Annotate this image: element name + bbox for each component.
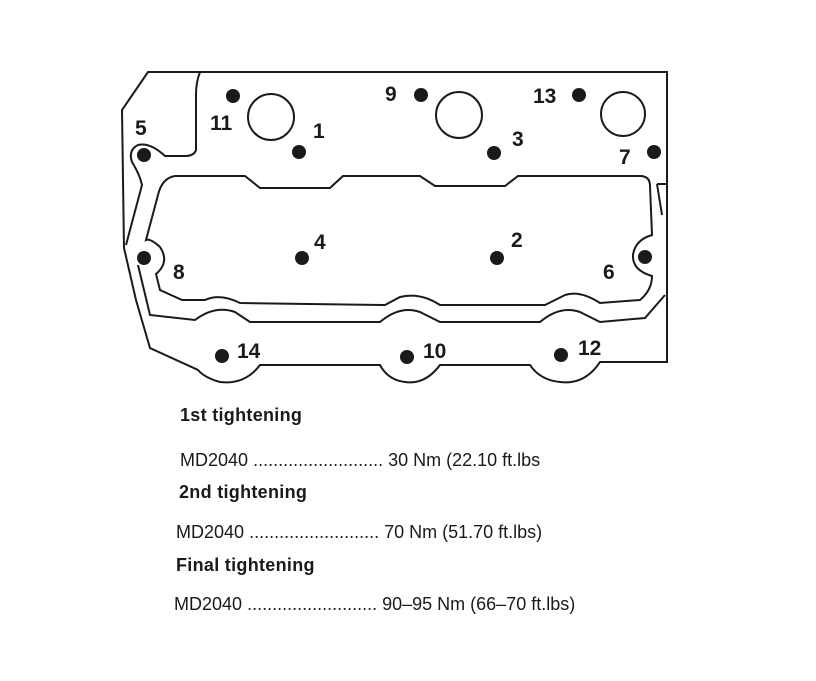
- bolt-4-label: 4: [314, 231, 326, 254]
- step-2-heading: 2nd tightening: [179, 482, 308, 502]
- step-3-heading: Final tightening: [176, 555, 315, 575]
- step-1-value: 30 Nm (22.10 ft.lbs: [388, 450, 541, 470]
- step-1-row: MD2040 .......................... 30 Nm …: [180, 450, 540, 471]
- bolt-1-label: 1: [313, 120, 325, 143]
- bolt-1-dot: [292, 145, 306, 159]
- gasket-outline: [120, 71, 668, 384]
- bolt-10-dot: [400, 350, 414, 364]
- bolt-9-label: 9: [385, 83, 397, 106]
- step-3-row: MD2040 .......................... 90–95 …: [174, 594, 575, 615]
- bolt-2-label: 2: [511, 229, 523, 252]
- step-2-dots: ..........................: [249, 522, 380, 542]
- step-2-row: MD2040 .......................... 70 Nm …: [176, 522, 542, 543]
- bolt-13-label: 13: [533, 85, 556, 108]
- step-2-model: MD2040: [176, 522, 245, 542]
- bolt-9-dot: [414, 88, 428, 102]
- step-3-dots: ..........................: [247, 594, 378, 614]
- step-2-value: 70 Nm (51.70 ft.lbs): [384, 522, 543, 542]
- step-3-value: 90–95 Nm (66–70 ft.lbs): [382, 594, 576, 614]
- bolt-3-label: 3: [512, 128, 524, 151]
- bolt-8-label: 8: [173, 261, 185, 284]
- bolt-8-dot: [137, 251, 151, 265]
- step-3-model: MD2040: [174, 594, 243, 614]
- step-1-dots: ..........................: [253, 450, 384, 470]
- bolt-11-dot: [226, 89, 240, 103]
- bolt-4-dot: [295, 251, 309, 265]
- bolt-14-label: 14: [237, 340, 261, 363]
- bolt-11-label: 11: [210, 112, 233, 135]
- bolt-6-dot: [638, 250, 652, 264]
- bolt-7-dot: [647, 145, 661, 159]
- bolt-12-label: 12: [578, 337, 601, 360]
- bolt-5-label: 5: [135, 117, 147, 140]
- step-1-heading: 1st tightening: [180, 405, 303, 425]
- bolt-6-label: 6: [603, 261, 615, 284]
- bolt-13-dot: [572, 88, 586, 102]
- bolt-2-dot: [490, 251, 504, 265]
- bolt-3-dot: [487, 146, 501, 160]
- bolt-14-dot: [215, 349, 229, 363]
- bolt-7-label: 7: [619, 146, 631, 169]
- bolt-10-label: 10: [423, 340, 446, 363]
- step-1-model: MD2040: [180, 450, 249, 470]
- bolt-5-dot: [137, 148, 151, 162]
- bolt-12-dot: [554, 348, 568, 362]
